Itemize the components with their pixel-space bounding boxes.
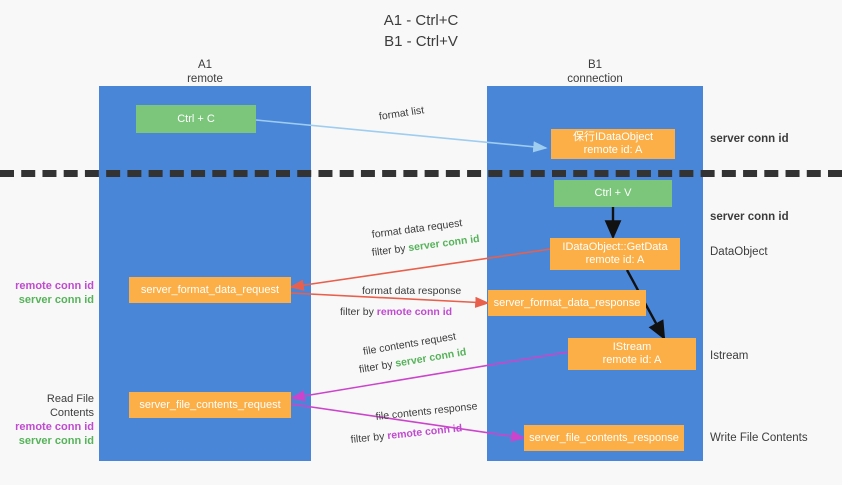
column-header-left: A1 remote	[134, 58, 276, 86]
right-label-server-conn-id-top: server conn id	[710, 133, 789, 145]
box-idataobject[interactable]: 保行IDataObject remote id: A	[551, 129, 675, 159]
box-idataobject-getdata[interactable]: IDataObject::GetData remote id: A	[550, 238, 680, 270]
left-label-group-1: remote conn id server conn id	[8, 279, 94, 307]
box-ctrl-v-label: Ctrl + V	[594, 187, 632, 199]
column-header-right-sub: connection	[567, 73, 623, 85]
right-label-istream: Istream	[710, 350, 749, 362]
box-ctrl-v[interactable]: Ctrl + V	[554, 180, 672, 207]
label-format-list: format list	[378, 104, 425, 123]
box-server-file-contents-request-label: server_file_contents_request	[139, 398, 281, 411]
column-header-right-name: B1	[587, 59, 603, 71]
box-ctrl-c-label: Ctrl + C	[177, 112, 215, 125]
box-idataobject-line2: remote id: A	[583, 144, 643, 156]
title-line-1: A1 - Ctrl+C	[383, 12, 459, 29]
filter-value-server-conn-id: server conn id	[407, 232, 481, 255]
label-file-contents-response: file contents response	[375, 400, 478, 423]
box-istream-line1: IStream	[612, 341, 652, 353]
box-server-format-data-response-label: server_format_data_response	[493, 296, 641, 309]
box-istream-line2: remote id: A	[602, 354, 662, 366]
title-line-2: B1 - Ctrl+V	[384, 33, 458, 50]
left-label-server-conn-id-2: server conn id	[18, 435, 94, 447]
box-server-format-data-request[interactable]: server_format_data_request	[129, 277, 291, 303]
filter-value-remote-conn-id: remote conn id	[376, 306, 453, 318]
filter-prefix: filter by	[371, 242, 410, 259]
filter-prefix: filter by	[350, 430, 388, 446]
box-server-format-data-request-label: server_format_data_request	[140, 283, 280, 296]
column-header-right: B1 connection	[524, 58, 666, 86]
left-label-remote-conn-id-2: remote conn id	[15, 421, 94, 433]
filter-value-remote-conn-id: remote conn id	[386, 422, 463, 443]
box-getdata-line2: remote id: A	[585, 254, 645, 266]
left-label-read-file-contents: Read File Contents	[46, 393, 94, 419]
box-getdata-line1: IDataObject::GetData	[562, 241, 668, 253]
left-label-group-2: Read File Contents remote conn id server…	[4, 392, 94, 448]
left-label-server-conn-id-1: server conn id	[18, 294, 94, 306]
box-server-file-contents-response-label: server_file_contents_response	[529, 431, 679, 444]
page-title: A1 - Ctrl+C B1 - Ctrl+V	[0, 10, 842, 52]
right-label-server-conn-id-mid: server conn id	[710, 211, 789, 223]
box-server-format-data-response[interactable]: server_format_data_response	[488, 290, 646, 316]
label-file-contents-response-filter: filter by remote conn id	[350, 421, 463, 447]
divider-dashed-line	[0, 170, 842, 177]
left-label-remote-conn-id-1: remote conn id	[15, 280, 94, 292]
box-ctrl-c[interactable]: Ctrl + C	[136, 105, 256, 133]
column-header-left-sub: remote	[187, 73, 223, 85]
right-label-dataobject: DataObject	[710, 246, 768, 258]
label-format-data-response-filter: filter by remote conn id	[340, 305, 452, 319]
right-label-write-file-contents: Write File Contents	[710, 432, 808, 444]
box-server-file-contents-request[interactable]: server_file_contents_request	[129, 392, 291, 418]
label-format-data-response: format data response	[362, 285, 462, 297]
column-header-left-name: A1	[197, 59, 213, 71]
box-server-file-contents-response[interactable]: server_file_contents_response	[524, 425, 684, 451]
box-idataobject-line1: 保行IDataObject	[572, 131, 654, 143]
box-istream[interactable]: IStream remote id: A	[568, 338, 696, 370]
filter-prefix: filter by	[358, 357, 397, 376]
filter-prefix: filter by	[340, 306, 377, 318]
